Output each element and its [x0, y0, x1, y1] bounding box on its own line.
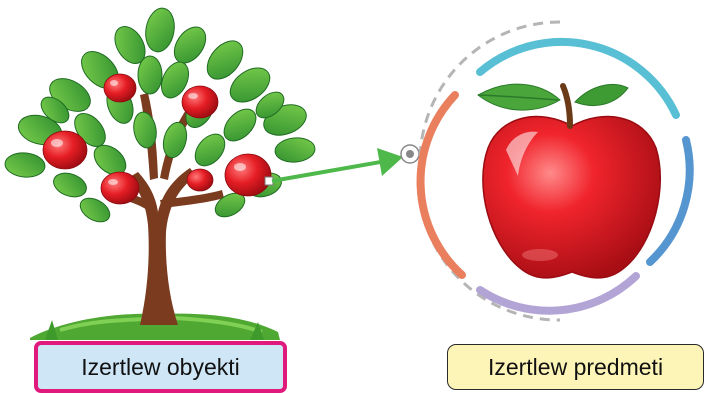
selection-handle-icon	[264, 176, 274, 186]
apple-icon	[186, 168, 214, 192]
apple-tree-icon	[4, 7, 316, 340]
research-object-text: Izertlew obyekti	[81, 353, 240, 380]
arrow-right-icon	[271, 155, 397, 183]
research-object-label: Izertlew obyekti	[34, 341, 287, 393]
stem-icon	[560, 83, 573, 129]
rotate-handle-icon[interactable]	[400, 144, 420, 164]
leaf-icon	[574, 84, 629, 106]
apple-large-icon	[477, 83, 662, 279]
research-subject-text: Izertlew predmeti	[487, 353, 664, 380]
apple-icon	[181, 85, 219, 119]
apple-icon	[103, 73, 137, 103]
apple-icon	[224, 153, 272, 197]
apple-icon	[100, 171, 140, 205]
apple-icon	[42, 130, 88, 170]
research-subject-label: Izertlew predmeti	[447, 344, 704, 390]
apple-frame	[416, 20, 694, 322]
